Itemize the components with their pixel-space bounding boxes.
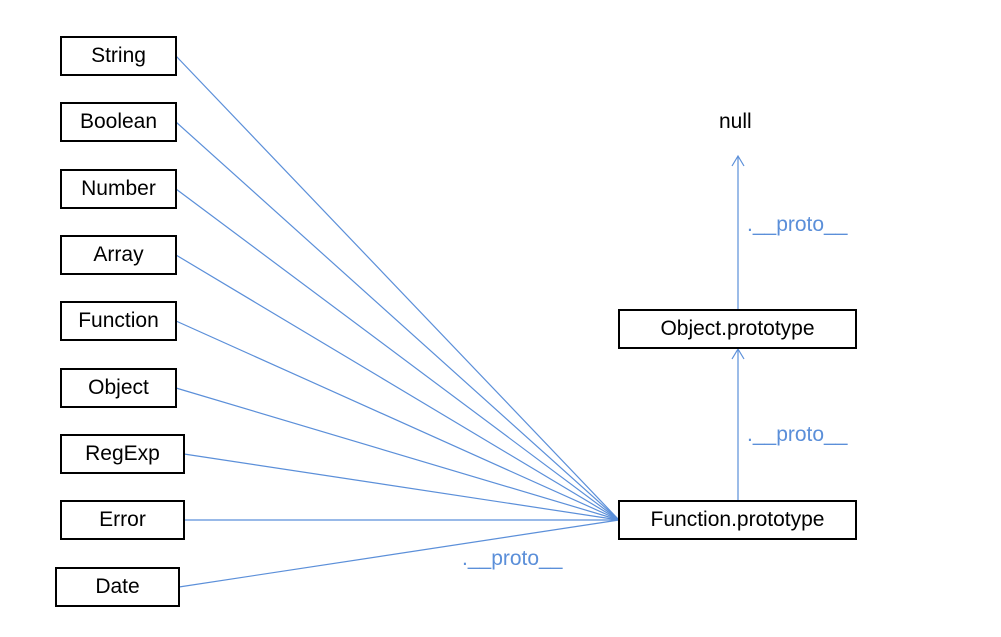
constructor-box-string: String — [60, 36, 177, 76]
edge-label-proto-function-to-object: .__proto__ — [747, 423, 848, 446]
edge-object-to-function-prototype — [175, 387, 620, 521]
function-prototype-box: Function.prototype — [618, 500, 857, 540]
edge-function-to-function-prototype — [175, 320, 620, 521]
arrowhead-up-icon — [731, 154, 745, 167]
edge-label-proto-constructors: .__proto__ — [462, 547, 563, 570]
constructor-box-date: Date — [55, 567, 180, 607]
edge-date-to-function-prototype — [178, 519, 620, 588]
constructor-box-object: Object — [60, 368, 177, 408]
arrowhead-up-icon — [731, 347, 745, 360]
null-label: null — [719, 110, 752, 133]
edge-boolean-to-function-prototype — [175, 121, 620, 521]
constructor-box-boolean: Boolean — [60, 102, 177, 142]
constructor-box-error: Error — [60, 500, 185, 540]
constructor-box-function: Function — [60, 301, 177, 341]
edge-string-to-function-prototype — [175, 55, 620, 521]
edge-number-to-function-prototype — [175, 188, 620, 521]
edge-regexp-to-function-prototype — [183, 453, 620, 521]
constructor-box-array: Array — [60, 235, 177, 275]
constructor-box-regexp: RegExp — [60, 434, 185, 474]
object-prototype-box: Object.prototype — [618, 309, 857, 349]
constructor-box-number: Number — [60, 169, 177, 209]
edge-label-proto-object-to-null: .__proto__ — [747, 213, 848, 236]
edge-array-to-function-prototype — [175, 254, 620, 521]
